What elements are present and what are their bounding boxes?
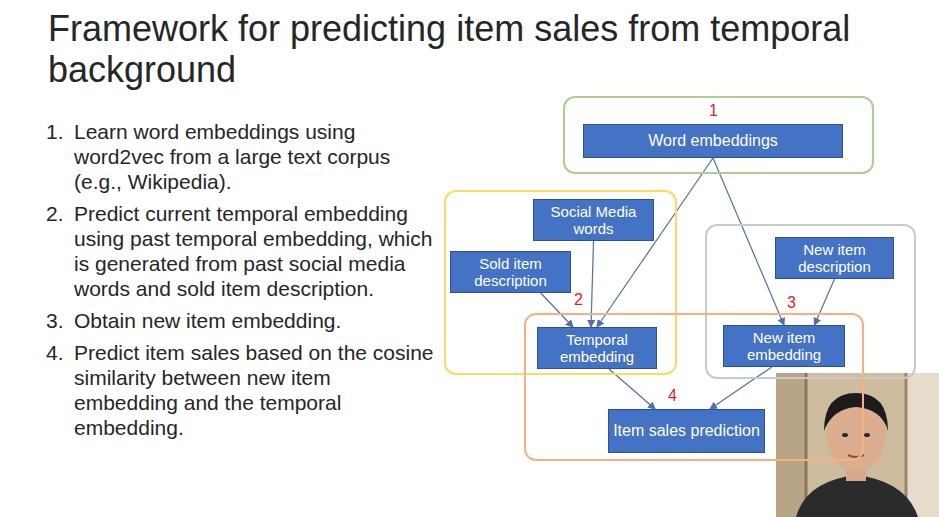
process-box: Temporal embedding	[537, 327, 657, 369]
process-box: Item sales prediction	[608, 409, 765, 453]
step-list: 1.Learn word embeddings using word2vec f…	[46, 119, 440, 447]
box-text: Social Media words	[538, 203, 649, 237]
list-item: Predict item sales based on the cosine s…	[74, 340, 440, 440]
box-text: New item description	[780, 241, 889, 275]
callout-number: 1	[709, 102, 718, 120]
list-number: 2.	[46, 201, 74, 301]
slide-title: Framework for predicting item sales from…	[48, 8, 858, 91]
box-text: Temporal embedding	[542, 331, 652, 365]
connector-arrow	[710, 367, 772, 409]
callout-number: 4	[668, 387, 677, 405]
list-item: Learn word embeddings using word2vec fro…	[74, 119, 440, 194]
callout-number: 3	[787, 294, 796, 312]
list-item: Obtain new item embedding.	[74, 308, 440, 333]
connector-arrow	[713, 158, 784, 325]
process-box: Social Media words	[533, 199, 654, 241]
list-row: 3.Obtain new item embedding.	[46, 308, 440, 333]
list-number: 4.	[46, 340, 74, 440]
process-box: Word embeddings	[583, 124, 843, 158]
box-text: Sold item description	[455, 255, 566, 289]
connector-arrow	[815, 279, 835, 325]
process-box: New item embedding	[723, 325, 845, 367]
group-region: 1Word embeddings	[563, 96, 874, 174]
box-text: Item sales prediction	[613, 422, 760, 440]
box-text: New item embedding	[728, 329, 840, 363]
list-number: 1.	[46, 119, 74, 194]
connector-arrow	[609, 369, 655, 409]
connector-arrow	[541, 293, 573, 327]
list-row: 2.Predict current temporal embedding usi…	[46, 201, 440, 301]
list-item: Predict current temporal embedding using…	[74, 201, 440, 301]
list-row: 4.Predict item sales based on the cosine…	[46, 340, 440, 440]
list-row: 1.Learn word embeddings using word2vec f…	[46, 119, 440, 194]
webcam-photo	[776, 373, 939, 517]
callout-number: 2	[574, 291, 583, 309]
connector-arrow	[597, 158, 713, 327]
process-box: New item description	[775, 237, 894, 279]
process-box: Sold item description	[450, 251, 571, 293]
box-text: Word embeddings	[648, 132, 778, 150]
group-region: 4 Temporal embedding New item embeddingIte…	[524, 313, 864, 461]
list-number: 3.	[46, 308, 74, 333]
